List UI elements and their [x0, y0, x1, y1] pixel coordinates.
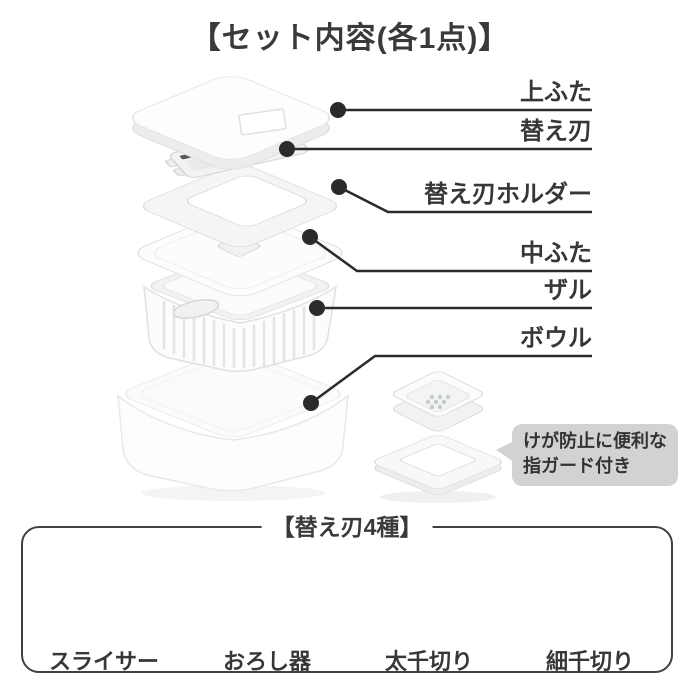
leader-dots	[279, 102, 347, 411]
part-label-colander: ザル	[544, 277, 592, 304]
blade-label-slicer: スライサー	[48, 649, 159, 674]
page-title: 【セット内容(各1点)】	[190, 22, 510, 55]
part-label-bowl: ボウル	[520, 325, 592, 352]
blade-label-grater: おろし器	[222, 649, 311, 674]
callout-text: けが防止に便利な 指ガード付き	[523, 431, 667, 476]
blade-label-fine-julienne: 細千切り	[545, 649, 634, 674]
part-label-top-lid: 上ふた	[520, 79, 592, 106]
blade-label-thick-julienne: 太千切り	[384, 649, 473, 674]
part-label-middle-lid: 中ふた	[520, 240, 592, 267]
leader-lines	[287, 108, 592, 405]
top-lid-illustration	[132, 76, 330, 170]
callout-tail	[496, 441, 514, 462]
part-label-blade-holder: 替え刃ホルダー	[424, 181, 592, 208]
blade-holder-illustration	[142, 165, 338, 247]
part-label-replacement-blade: 替え刃	[520, 118, 592, 145]
finger-guard-illustration	[374, 371, 502, 503]
blade-variants-box: 【替え刃4種】	[21, 512, 673, 673]
bowl-illustration	[117, 350, 349, 501]
finger-guard-callout: けが防止に便利な 指ガード付き	[496, 424, 678, 486]
blade-variants-title: 【替え刃4種】	[261, 512, 433, 542]
